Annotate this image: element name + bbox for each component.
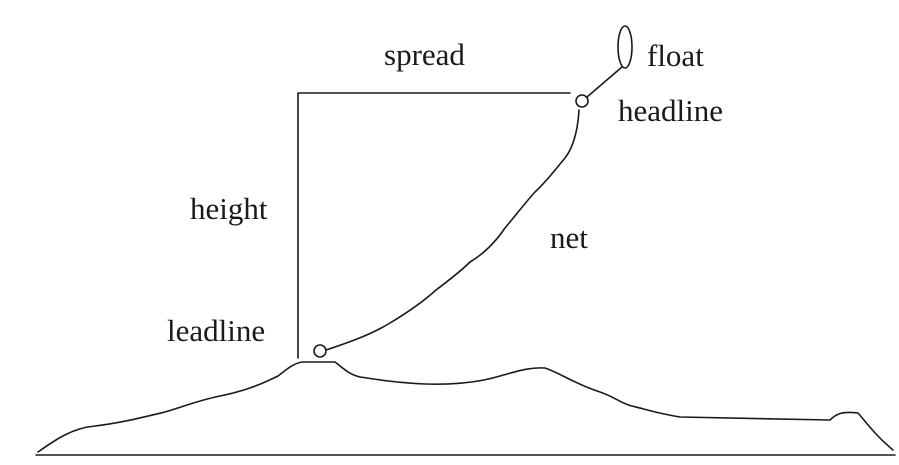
height-label: height (190, 191, 268, 226)
float-line (586, 66, 623, 98)
net-label: net (550, 220, 588, 255)
leadline-label: leadline (167, 313, 265, 348)
net-panel (325, 109, 580, 351)
float-label: float (647, 38, 704, 73)
spread-height-bracket (297, 92, 571, 359)
headline-label: headline (618, 93, 723, 128)
headline-ring-icon (575, 94, 589, 108)
leadline-ring-icon (313, 344, 327, 358)
float-icon (617, 25, 633, 69)
spread-label: spread (384, 37, 465, 72)
seabed-profile (37, 361, 894, 453)
